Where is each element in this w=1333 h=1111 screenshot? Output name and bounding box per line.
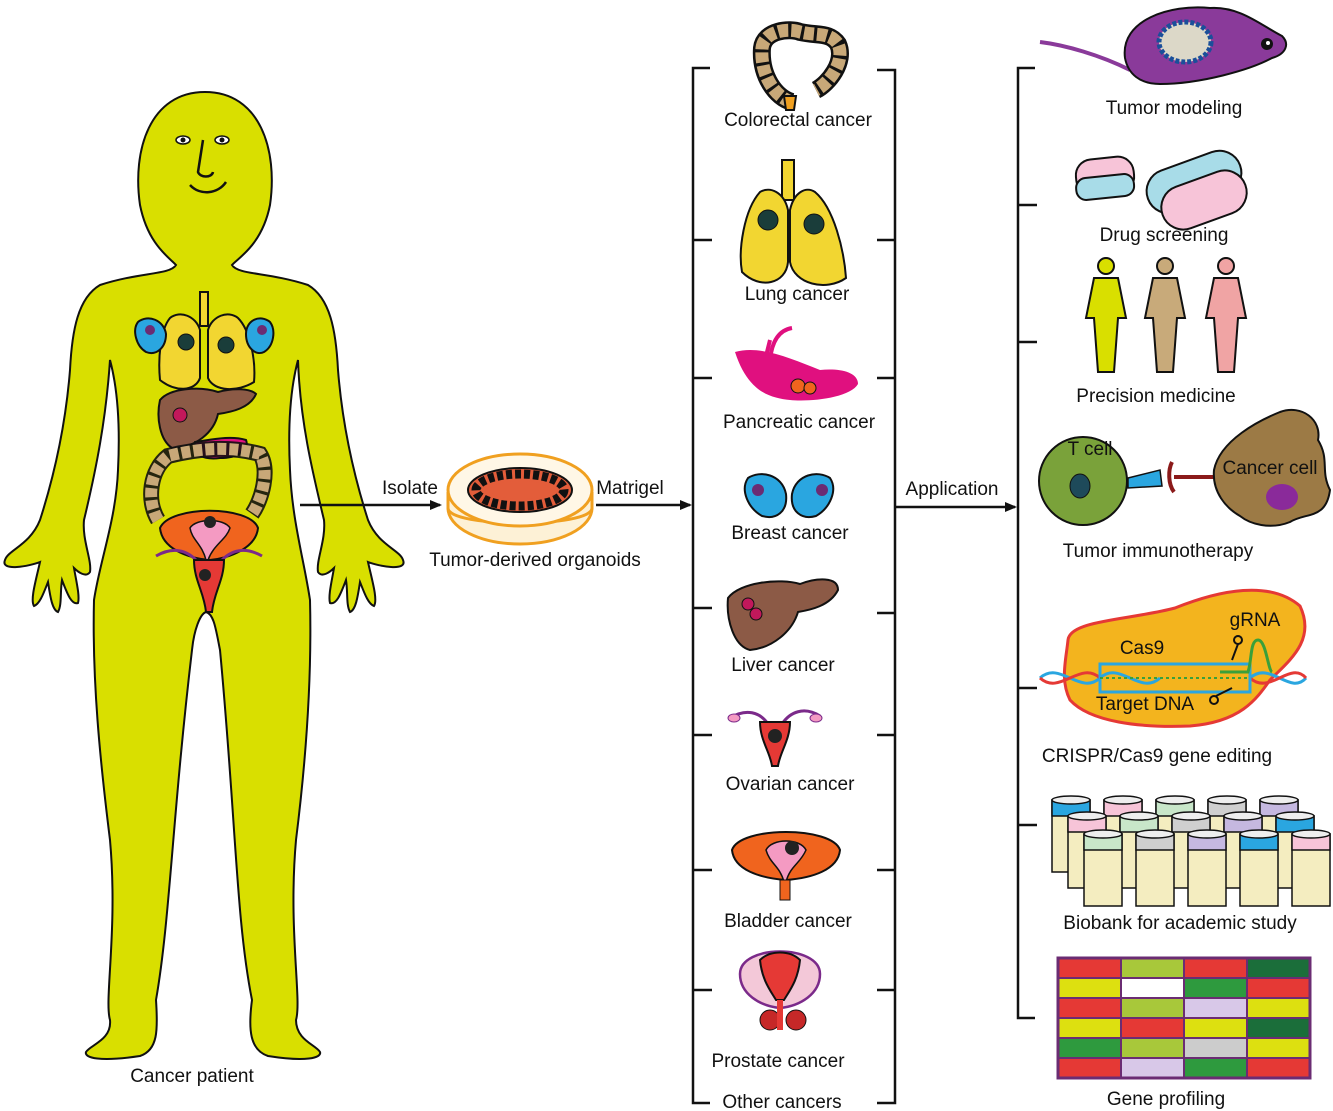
grna-label: gRNA	[1230, 610, 1281, 631]
breast-icon	[743, 473, 835, 518]
gene-cell	[1246, 977, 1311, 999]
t-cell-label: T cell	[1067, 439, 1112, 460]
crispr-label: CRISPR/Cas9 gene editing	[1042, 746, 1272, 767]
gene-cell	[1057, 1017, 1122, 1039]
gene-cell	[1246, 1017, 1311, 1039]
ovarian-cancer-label: Ovarian cancer	[726, 774, 856, 795]
precision-medicine-label: Precision medicine	[1076, 386, 1235, 407]
gene-cell	[1183, 957, 1248, 979]
gene-cell	[1120, 997, 1185, 1019]
pancreas-icon	[735, 326, 858, 401]
gene-cell	[1183, 1037, 1248, 1059]
biobank-label: Biobank for academic study	[1063, 913, 1297, 934]
bladder-icon	[730, 831, 842, 901]
gene-cell	[1120, 957, 1185, 979]
gene-cell	[1120, 977, 1185, 999]
gene-cell	[1183, 1017, 1248, 1039]
immunotherapy-icon	[1038, 409, 1332, 527]
tube	[1239, 829, 1279, 907]
people-icon	[1084, 257, 1248, 373]
gene-cell	[1183, 1057, 1248, 1079]
petri-dish-icon	[446, 452, 594, 546]
gene-cell	[1057, 997, 1122, 1019]
gene-cell	[1183, 977, 1248, 999]
other-cancers-label: Other cancers	[722, 1092, 841, 1111]
prostate-icon	[738, 950, 822, 1031]
gene-cell	[1120, 1017, 1185, 1039]
prostate-cancer-label: Prostate cancer	[711, 1051, 845, 1072]
biobank-tubes-icon	[1051, 795, 1331, 907]
application-label: Application	[906, 479, 999, 500]
tube	[1083, 829, 1123, 907]
ovary-icon	[727, 709, 823, 767]
gene-cell	[1057, 1037, 1122, 1059]
gene-cell	[1057, 1057, 1122, 1079]
liver-cancer-label: Liver cancer	[731, 655, 835, 676]
pancreatic-cancer-label: Pancreatic cancer	[723, 412, 876, 433]
gene-cell	[1246, 997, 1311, 1019]
breast-cancer-label: Breast cancer	[731, 523, 849, 544]
tube	[1135, 829, 1175, 907]
liver-icon	[726, 578, 840, 652]
gene-cell	[1057, 957, 1122, 979]
mouse-icon	[1039, 6, 1288, 86]
tube	[1187, 829, 1227, 907]
gene-profiling-grid	[1056, 956, 1312, 1080]
tube	[1291, 829, 1331, 907]
gene-cell	[1120, 1037, 1185, 1059]
isolate-label: Isolate	[382, 478, 438, 499]
application-bracket	[1016, 66, 1035, 1020]
gene-profiling-label: Gene profiling	[1107, 1089, 1225, 1110]
matrigel-label: Matrigel	[596, 478, 664, 499]
cancer-patient-label: Cancer patient	[130, 1066, 254, 1087]
crispr-icon	[1038, 588, 1308, 728]
tumor-immunotherapy-label: Tumor immunotherapy	[1063, 541, 1254, 562]
bladder-cancer-label: Bladder cancer	[724, 911, 852, 932]
lung-icon	[739, 159, 848, 286]
gene-cell	[1120, 1057, 1185, 1079]
gene-cell	[1057, 977, 1122, 999]
target-dna-label: Target DNA	[1096, 694, 1195, 715]
pill-icon	[1074, 149, 1248, 231]
cancer-cell-label: Cancer cell	[1222, 458, 1317, 479]
gene-cell	[1246, 1037, 1311, 1059]
cancer-patient-figure	[3, 90, 405, 1060]
lung-cancer-label: Lung cancer	[745, 284, 850, 305]
colorectal-cancer-label: Colorectal cancer	[724, 110, 873, 131]
gene-cell	[1246, 957, 1311, 979]
tumor-modeling-label: Tumor modeling	[1106, 98, 1243, 119]
cas9-label: Cas9	[1120, 638, 1164, 659]
gene-cell	[1183, 997, 1248, 1019]
organoids-label: Tumor-derived organoids	[429, 550, 641, 571]
cancer-bracket	[691, 66, 897, 1105]
colon-icon	[752, 21, 849, 111]
drug-screening-label: Drug screening	[1100, 225, 1229, 246]
gene-cell	[1246, 1057, 1311, 1079]
